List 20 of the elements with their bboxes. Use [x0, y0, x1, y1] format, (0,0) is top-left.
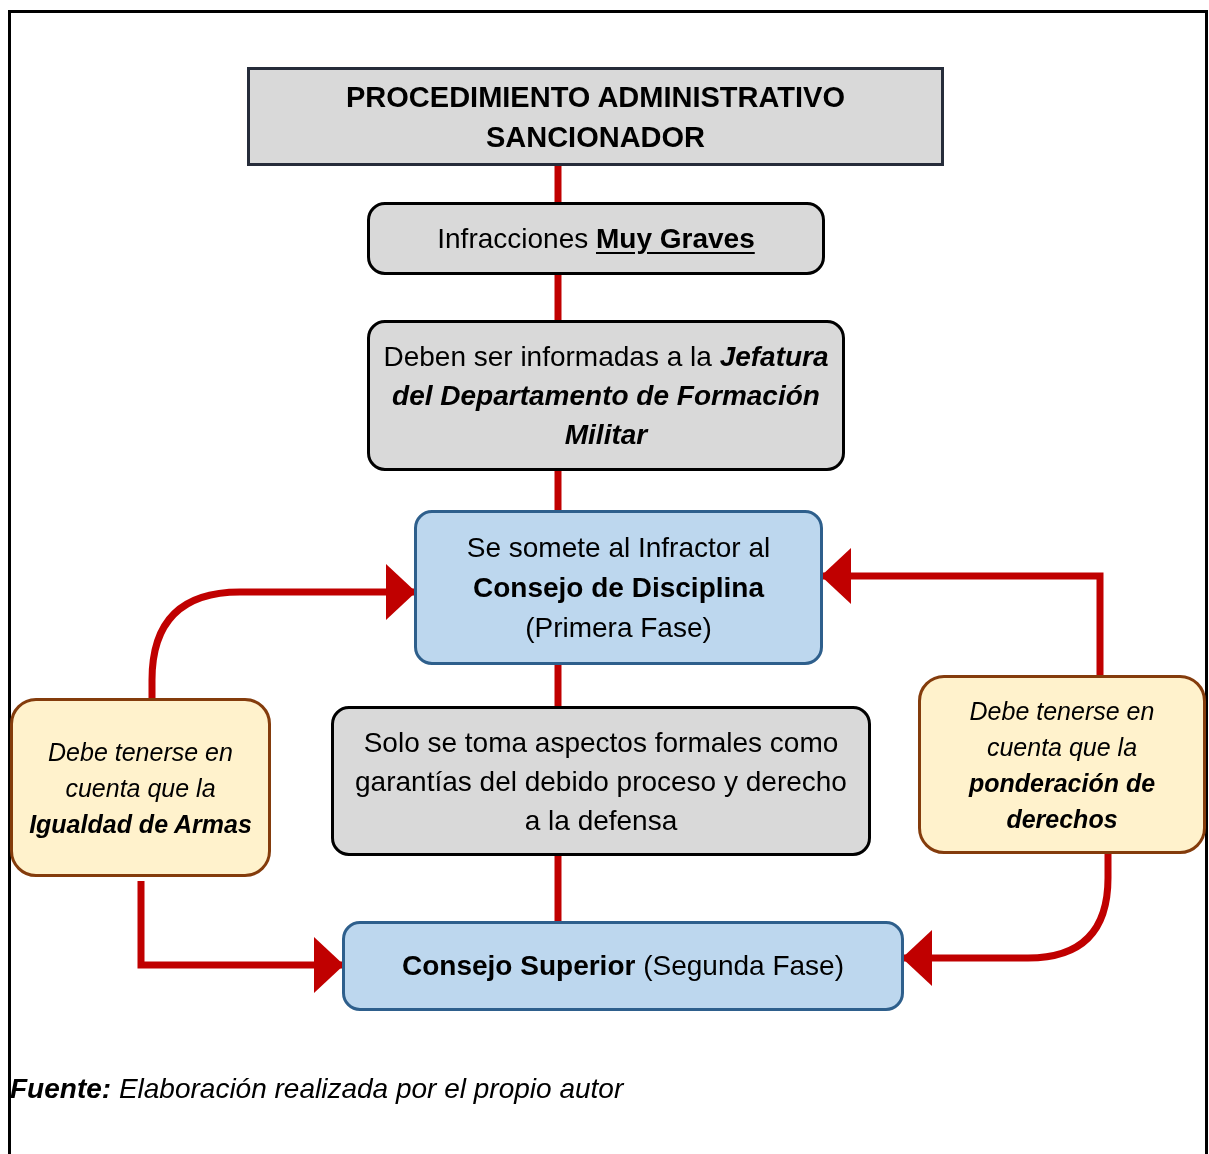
process-box [367, 320, 845, 471]
note-box [10, 698, 271, 877]
stage-box [414, 510, 823, 665]
box-text: Se somete al Infractor al Consejo de Disciplina (Primera Fase) [465, 530, 772, 645]
box-text: Solo se toma aspectos formales como garantías del debido proceso y derecho a la defensa [354, 725, 848, 838]
connector-arrow [821, 548, 1104, 675]
box-text: Debe tenerse en cuenta que la ponderación de derechos [967, 695, 1157, 835]
note-box [918, 675, 1206, 854]
connector-arrow [148, 564, 416, 698]
box-text: Debe tenerse en cuenta que la Igualdad de Armas [28, 736, 253, 840]
connector-arrow [902, 854, 1112, 986]
box-text: Infracciones Muy Graves [437, 222, 755, 256]
box-text: PROCEDIMIENTO ADMINISTRATIVO SANCIONADOR [345, 79, 846, 155]
box-text: Deben ser informadas a la Jefatura del Departamento de Formación Militar [382, 340, 830, 452]
title-box [247, 67, 944, 166]
source-caption: Fuente: Elaboración realizada por el propio autor [10, 1072, 624, 1106]
stage-box [342, 921, 904, 1011]
process-box [331, 706, 871, 856]
box-text: Consejo Superior (Segunda Fase) [402, 949, 844, 983]
process-box [367, 202, 825, 275]
